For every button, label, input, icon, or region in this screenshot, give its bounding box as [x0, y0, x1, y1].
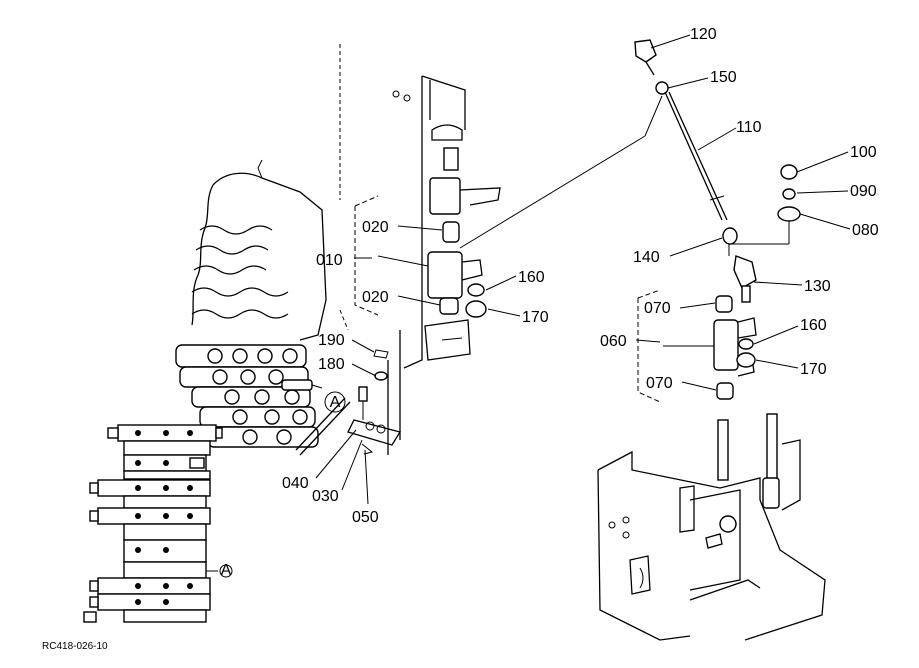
- part-label-070-upper: 070: [644, 300, 671, 317]
- part-label-020-lower: 020: [362, 289, 389, 306]
- part-label-130: 130: [804, 278, 831, 295]
- part-label-060: 060: [600, 333, 627, 350]
- part-label-150: 150: [710, 69, 737, 86]
- valve-block-side-view: [83, 424, 223, 623]
- callout-a-small: A: [219, 562, 233, 579]
- part-label-160-center: 160: [518, 269, 545, 286]
- part-label-080: 080: [852, 222, 879, 239]
- part-label-140: 140: [633, 249, 660, 266]
- part-label-160-right: 160: [800, 317, 827, 334]
- right-rod-assembly: [597, 39, 826, 641]
- leader-lines: [315, 34, 851, 505]
- part-label-010: 010: [316, 252, 343, 269]
- part-number-labels: 120 150 110 100 090 080 140 130 070 060 …: [282, 26, 879, 526]
- part-label-020-upper: 020: [362, 219, 389, 236]
- part-label-190: 190: [318, 332, 345, 349]
- callout-a-large: A: [324, 391, 346, 413]
- part-label-040: 040: [282, 475, 309, 492]
- part-label-100: 100: [850, 144, 877, 161]
- part-label-050: 050: [352, 509, 379, 526]
- part-label-070-lower: 070: [646, 375, 673, 392]
- drawing-code: RC418-026-10: [42, 641, 108, 652]
- svg-text:A: A: [330, 394, 341, 411]
- part-label-120: 120: [690, 26, 717, 43]
- svg-text:A: A: [221, 562, 232, 579]
- control-valve-drawing: [175, 159, 351, 456]
- part-label-110: 110: [736, 119, 762, 136]
- part-label-090: 090: [850, 183, 877, 200]
- part-label-170-right: 170: [800, 361, 827, 378]
- part-label-030: 030: [312, 488, 339, 505]
- part-label-170-center: 170: [522, 309, 549, 326]
- part-label-180: 180: [318, 356, 345, 373]
- center-lever-assembly: [347, 75, 501, 455]
